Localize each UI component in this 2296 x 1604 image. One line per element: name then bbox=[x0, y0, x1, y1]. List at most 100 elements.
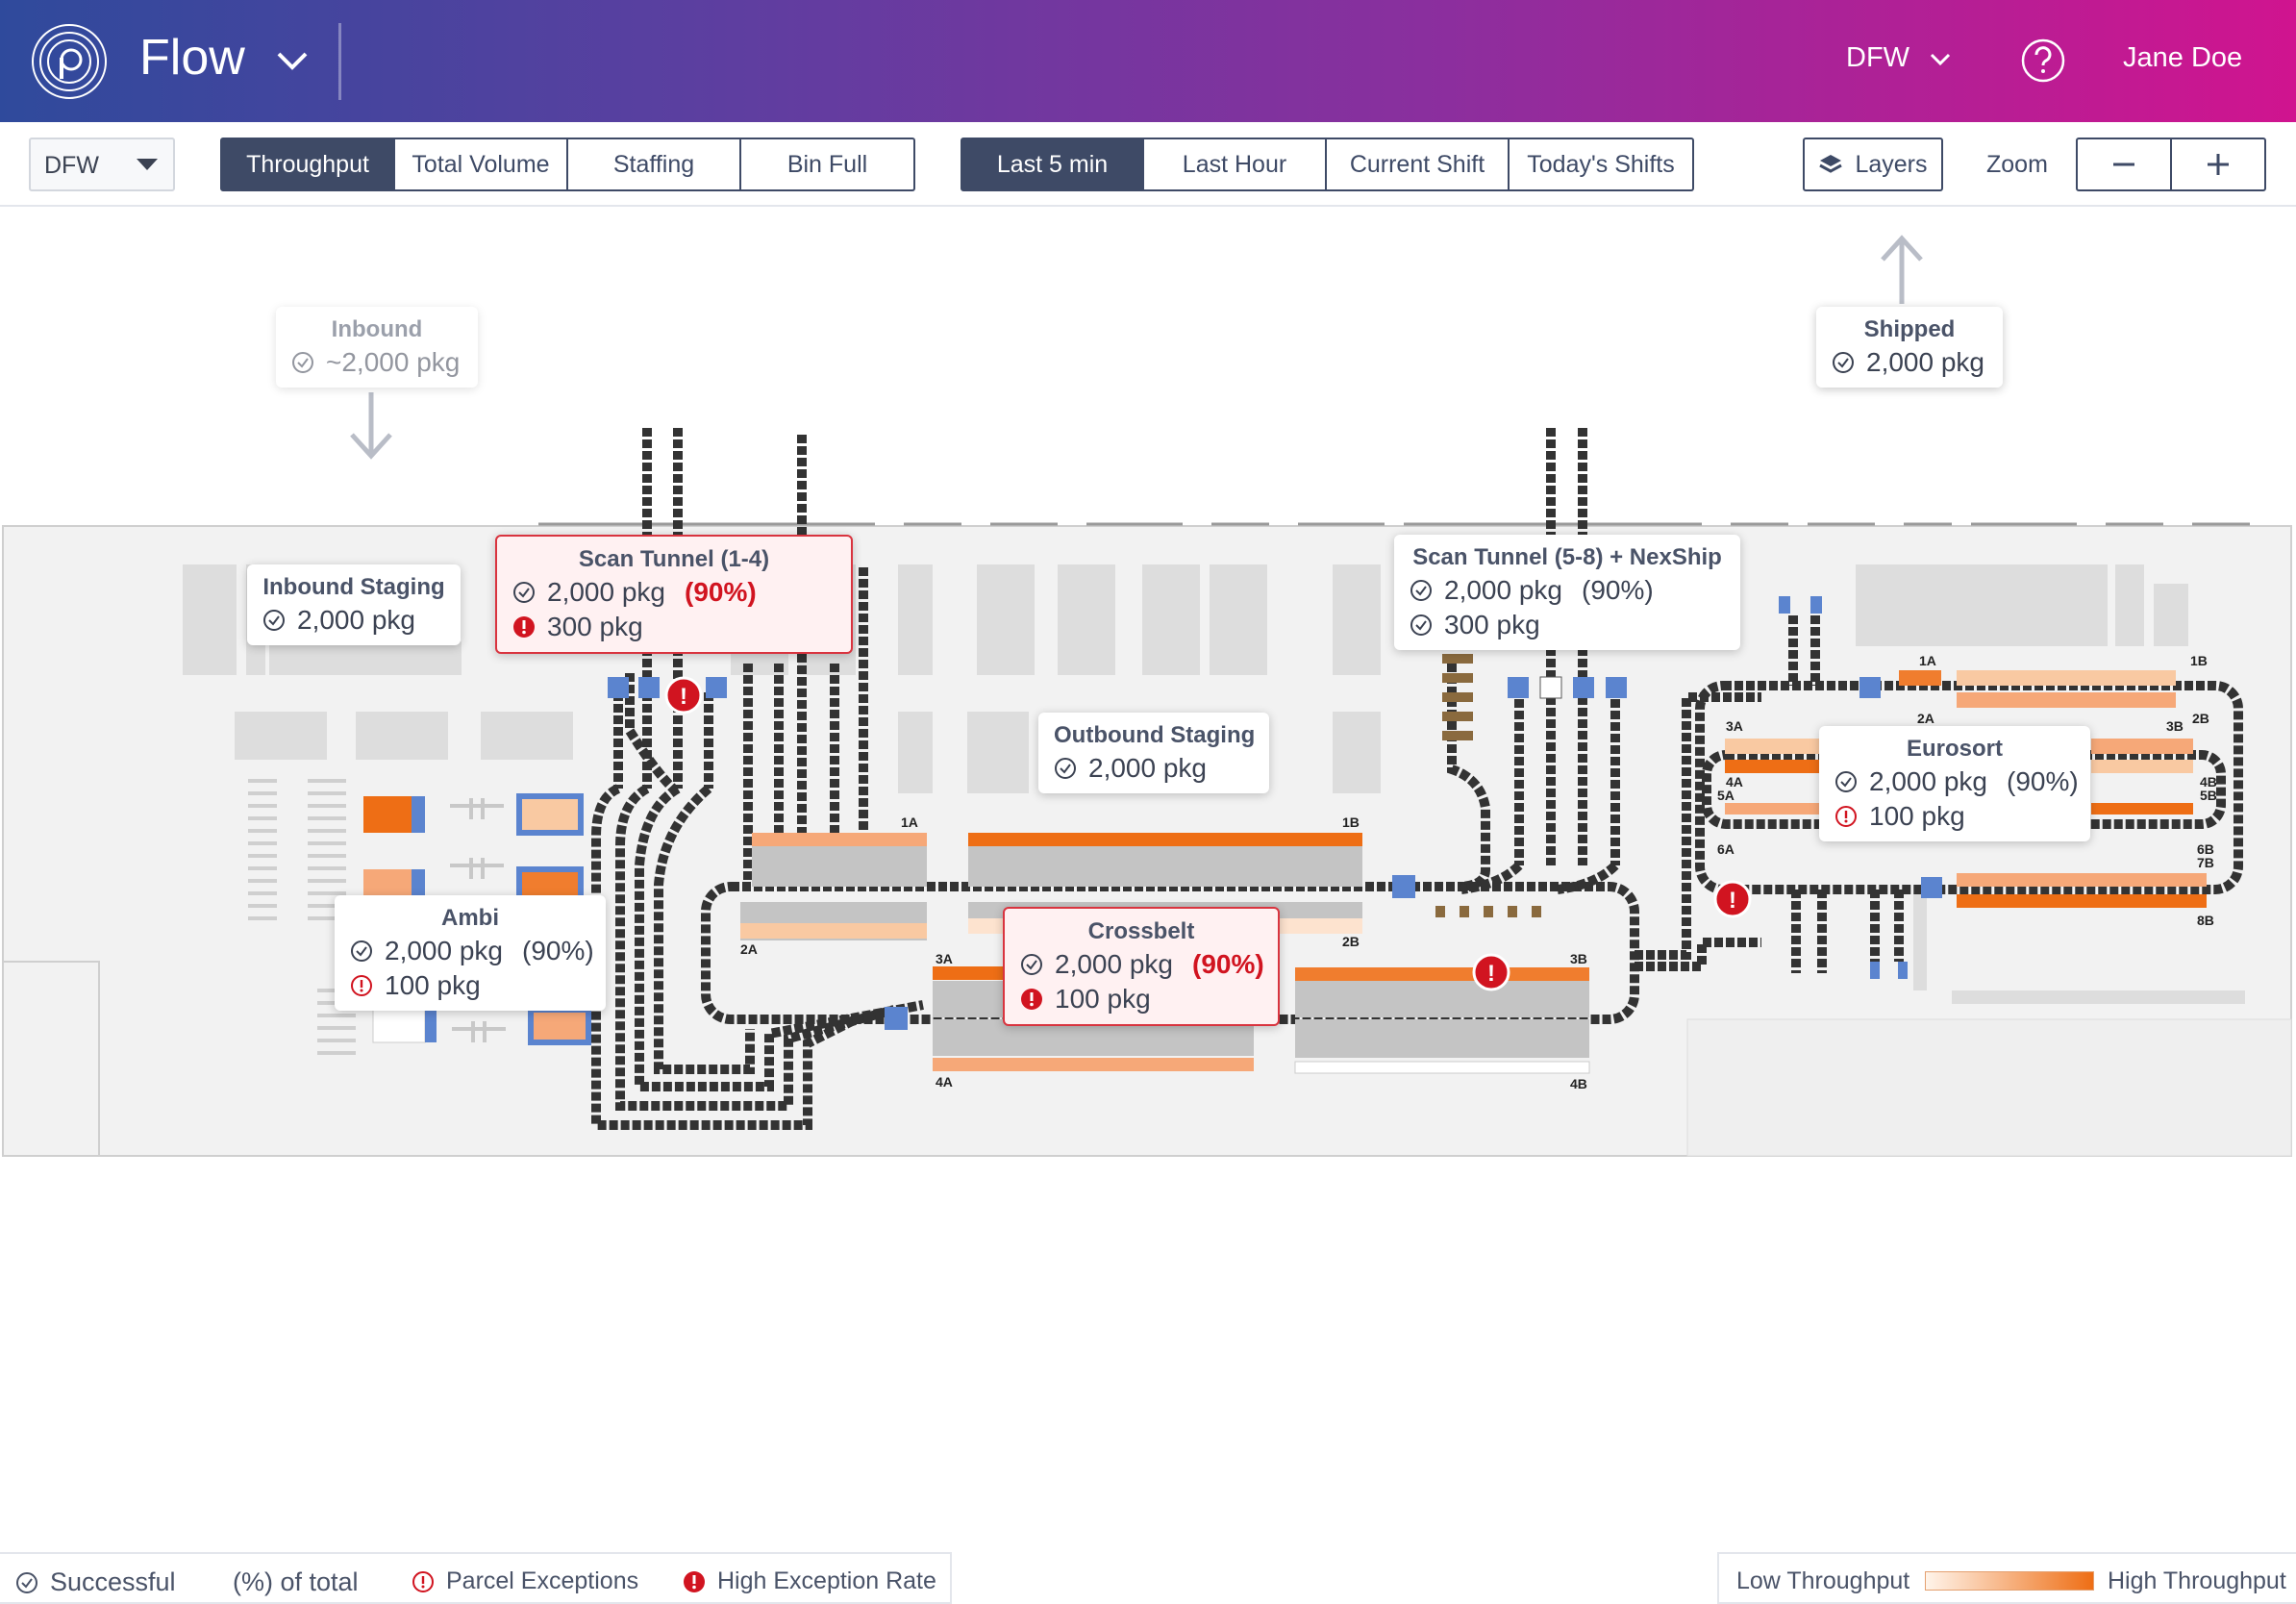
toolbar: DFW Throughput Total Volume Staffing Bin… bbox=[0, 122, 2296, 207]
time-current-shift-button[interactable]: Current Shift bbox=[1327, 138, 1510, 191]
metric-staffing-button[interactable]: Staffing bbox=[568, 138, 741, 191]
chute-label: 8B bbox=[2197, 913, 2214, 928]
metric-bin-full-button[interactable]: Bin Full bbox=[741, 138, 915, 191]
chevron-down-icon[interactable] bbox=[273, 42, 312, 81]
chute-label: 4B bbox=[1570, 1076, 1587, 1091]
card-percent: (90%) bbox=[2007, 766, 2079, 796]
ambi-card[interactable]: Ambi 2,000 pkg (90%) 100 pkg bbox=[335, 895, 606, 1011]
chute-label: 3B bbox=[2166, 718, 2184, 734]
card-percent: (90%) bbox=[522, 936, 594, 965]
metric-throughput-button[interactable]: Throughput bbox=[220, 138, 395, 191]
card-volume: 2,000 pkg bbox=[1055, 949, 1173, 979]
card-volume: ~2,000 pkg bbox=[326, 347, 461, 377]
time-todays-shifts-button[interactable]: Today's Shifts bbox=[1510, 138, 1694, 191]
chute-label: 7B bbox=[2197, 855, 2214, 870]
chute-label: 2A bbox=[740, 941, 758, 957]
time-range-toggle: Last 5 min Last Hour Current Shift Today… bbox=[961, 138, 1694, 191]
time-last-5-min-button[interactable]: Last 5 min bbox=[961, 138, 1144, 191]
chute-label: 1A bbox=[901, 815, 918, 830]
scanners bbox=[608, 596, 1942, 1030]
chute-label: 2A bbox=[1917, 711, 1934, 726]
chute-label: 6A bbox=[1717, 841, 1734, 857]
scan-tunnel-1-4-card[interactable]: Scan Tunnel (1-4) 2,000 pkg (90%) 300 pk… bbox=[495, 535, 853, 654]
alert-filled-icon bbox=[513, 616, 535, 638]
eurosort-card[interactable]: Eurosort 2,000 pkg (90%) 100 pkg bbox=[1819, 726, 2090, 841]
time-last-hour-button[interactable]: Last Hour bbox=[1144, 138, 1327, 191]
check-circle-icon bbox=[351, 940, 372, 962]
card-volume-secondary: 300 pkg bbox=[1444, 610, 1540, 639]
check-circle-icon bbox=[263, 610, 285, 631]
alert-icon[interactable] bbox=[1713, 880, 1752, 918]
card-volume: 2,000 pkg bbox=[1088, 753, 1207, 783]
check-circle-icon bbox=[1055, 758, 1076, 779]
zoom-out-button[interactable] bbox=[2076, 138, 2172, 191]
chute-label: 1A bbox=[1919, 653, 1936, 668]
legend-label: High Throughput bbox=[2108, 1567, 2286, 1594]
user-name[interactable]: Jane Doe bbox=[2123, 42, 2243, 73]
check-circle-icon bbox=[1835, 771, 1857, 792]
check-circle-icon bbox=[1021, 954, 1042, 975]
scanner-offline bbox=[1539, 676, 1562, 699]
chute-label: 1B bbox=[2190, 653, 2208, 668]
legend-percent: (%) of total bbox=[233, 1567, 359, 1597]
card-exceptions: 100 pkg bbox=[1055, 984, 1151, 1014]
chute-label: 3A bbox=[1726, 718, 1743, 734]
legend-label: Parcel Exceptions bbox=[446, 1567, 639, 1594]
chute-label: 5B bbox=[2200, 788, 2217, 803]
legend-high-exception-rate: High Exception Rate bbox=[683, 1567, 936, 1595]
alert-outline-icon bbox=[1835, 806, 1857, 827]
inbound-staging-card[interactable]: Inbound Staging 2,000 pkg bbox=[247, 564, 461, 645]
app-logo[interactable] bbox=[31, 23, 108, 100]
metric-toggle: Throughput Total Volume Staffing Bin Ful… bbox=[220, 138, 915, 191]
site-dropdown[interactable]: DFW bbox=[29, 138, 175, 191]
check-circle-icon bbox=[16, 1571, 37, 1593]
chute-label: 2B bbox=[1342, 934, 1360, 949]
card-title: Outbound Staging bbox=[1054, 722, 1256, 748]
flow-arrows bbox=[350, 235, 1923, 460]
outbound-staging-card[interactable]: Outbound Staging 2,000 pkg bbox=[1038, 713, 1269, 793]
card-percent: (90%) bbox=[685, 577, 757, 607]
status-legend: Successful (%) of total Parcel Exception… bbox=[0, 1552, 952, 1604]
chute-label: 3B bbox=[1570, 951, 1587, 966]
card-volume: 2,000 pkg bbox=[547, 577, 665, 607]
chevron-down-icon[interactable] bbox=[1927, 46, 1954, 73]
app-header: Flow DFW Jane Doe bbox=[0, 0, 2296, 122]
card-title: Scan Tunnel (5-8) + NexShip bbox=[1412, 544, 1722, 570]
alert-outline-icon bbox=[351, 975, 372, 996]
card-title: Crossbelt bbox=[1087, 918, 1195, 944]
alert-outline-icon bbox=[412, 1570, 434, 1592]
site-selector[interactable]: DFW bbox=[1846, 42, 1910, 73]
check-circle-icon bbox=[1833, 352, 1854, 373]
card-exceptions: 100 pkg bbox=[385, 970, 481, 1000]
inbound-card[interactable]: Inbound ~2,000 pkg bbox=[276, 307, 478, 388]
scan-tunnel-5-8-card[interactable]: Scan Tunnel (5-8) + NexShip 2,000 pkg (9… bbox=[1394, 535, 1740, 650]
card-title: Scan Tunnel (1-4) bbox=[578, 546, 770, 572]
card-title: Inbound bbox=[331, 316, 423, 342]
check-circle-icon bbox=[513, 582, 535, 603]
card-title: Inbound Staging bbox=[262, 574, 445, 600]
chute-label: 5A bbox=[1717, 788, 1734, 803]
check-circle-icon bbox=[1410, 614, 1432, 636]
facility-map[interactable]: 1A 1B 2A 2B 3A 3B 4A 4B 1A 1B 2A 2B 3A 3… bbox=[0, 207, 2296, 1553]
card-exceptions: 300 pkg bbox=[547, 612, 643, 641]
zoom-label: Zoom bbox=[1986, 151, 2048, 178]
throughput-gradient bbox=[1925, 1571, 2094, 1591]
layers-button[interactable]: Layers bbox=[1803, 138, 1943, 191]
metric-total-volume-button[interactable]: Total Volume bbox=[395, 138, 568, 191]
chute-label-group: 1A 1B 2A 2B 3A 3B 4A 4B 1A 1B 2A 2B 3A 3… bbox=[740, 653, 2217, 1091]
crossbelt-card[interactable]: Crossbelt 2,000 pkg (90%) 100 pkg bbox=[1003, 907, 1280, 1026]
check-circle-icon bbox=[1410, 580, 1432, 601]
carts bbox=[1435, 654, 1541, 917]
card-exceptions: 100 pkg bbox=[1869, 801, 1965, 831]
legend-successful: Successful bbox=[15, 1567, 176, 1597]
shipped-card[interactable]: Shipped 2,000 pkg bbox=[1816, 307, 2003, 388]
staging-racks bbox=[183, 564, 2245, 1004]
app-title[interactable]: Flow bbox=[139, 30, 245, 86]
zoom-in-button[interactable] bbox=[2170, 138, 2266, 191]
alert-filled-icon bbox=[1021, 989, 1042, 1010]
alert-icon[interactable] bbox=[664, 676, 703, 714]
alert-icon[interactable] bbox=[1472, 953, 1510, 991]
help-icon[interactable] bbox=[2021, 38, 2065, 83]
alert-filled-icon bbox=[684, 1570, 705, 1592]
layers-label: Layers bbox=[1855, 150, 1928, 178]
